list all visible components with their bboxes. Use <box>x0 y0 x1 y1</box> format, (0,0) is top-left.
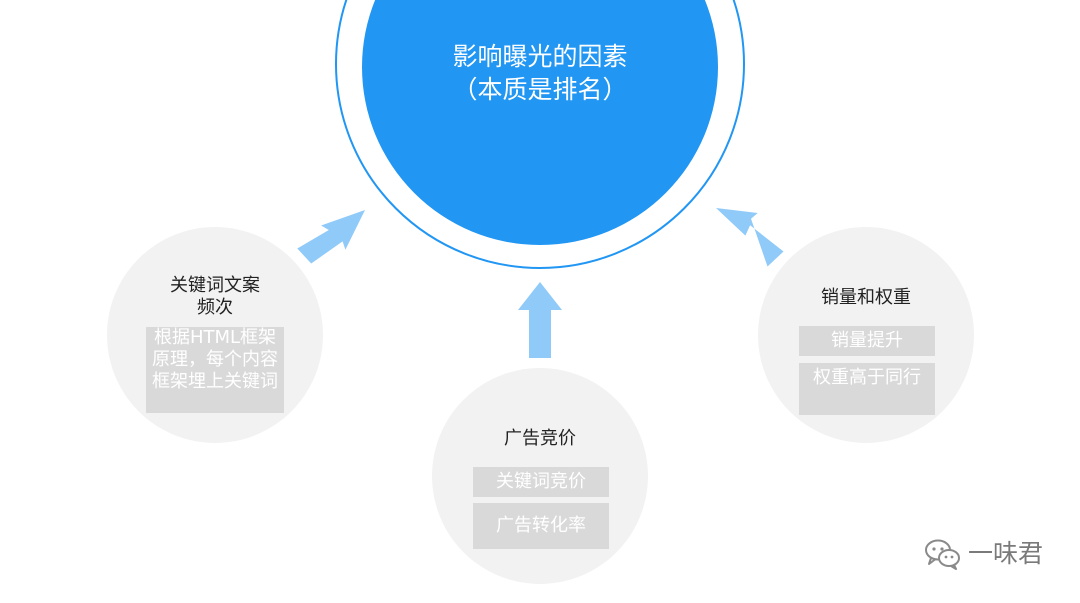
bottom-arrow <box>518 282 562 358</box>
hub-title-line1: 影响曝光的因素 <box>452 42 628 71</box>
watermark-text: 一味君 <box>968 539 1044 568</box>
node-left-title-line1: 关键词文案 <box>170 275 260 296</box>
node-right-title: 销量和权重 <box>821 287 911 308</box>
wechat-icon <box>925 539 960 570</box>
node-right-tag-2: 权重高于同行 <box>799 363 935 415</box>
node-left-tag: 根据HTML框架原理，每个内容框架埋上关键词 <box>146 327 284 413</box>
node-left-title: 关键词文案 频次 <box>107 275 323 319</box>
node-bottom-title: 广告竞价 <box>504 428 576 449</box>
node-right-tag-1: 销量提升 <box>799 326 935 356</box>
node-left-title-line2: 频次 <box>197 297 233 318</box>
hub-title: 影响曝光的因素 （本质是排名） <box>362 40 718 106</box>
right-arrow <box>716 208 784 267</box>
left-arrow <box>297 210 365 264</box>
node-bottom-tag-1: 关键词竞价 <box>473 467 609 497</box>
node-bottom-tag-2: 广告转化率 <box>473 503 609 549</box>
hub-title-line2: （本质是排名） <box>452 75 628 104</box>
